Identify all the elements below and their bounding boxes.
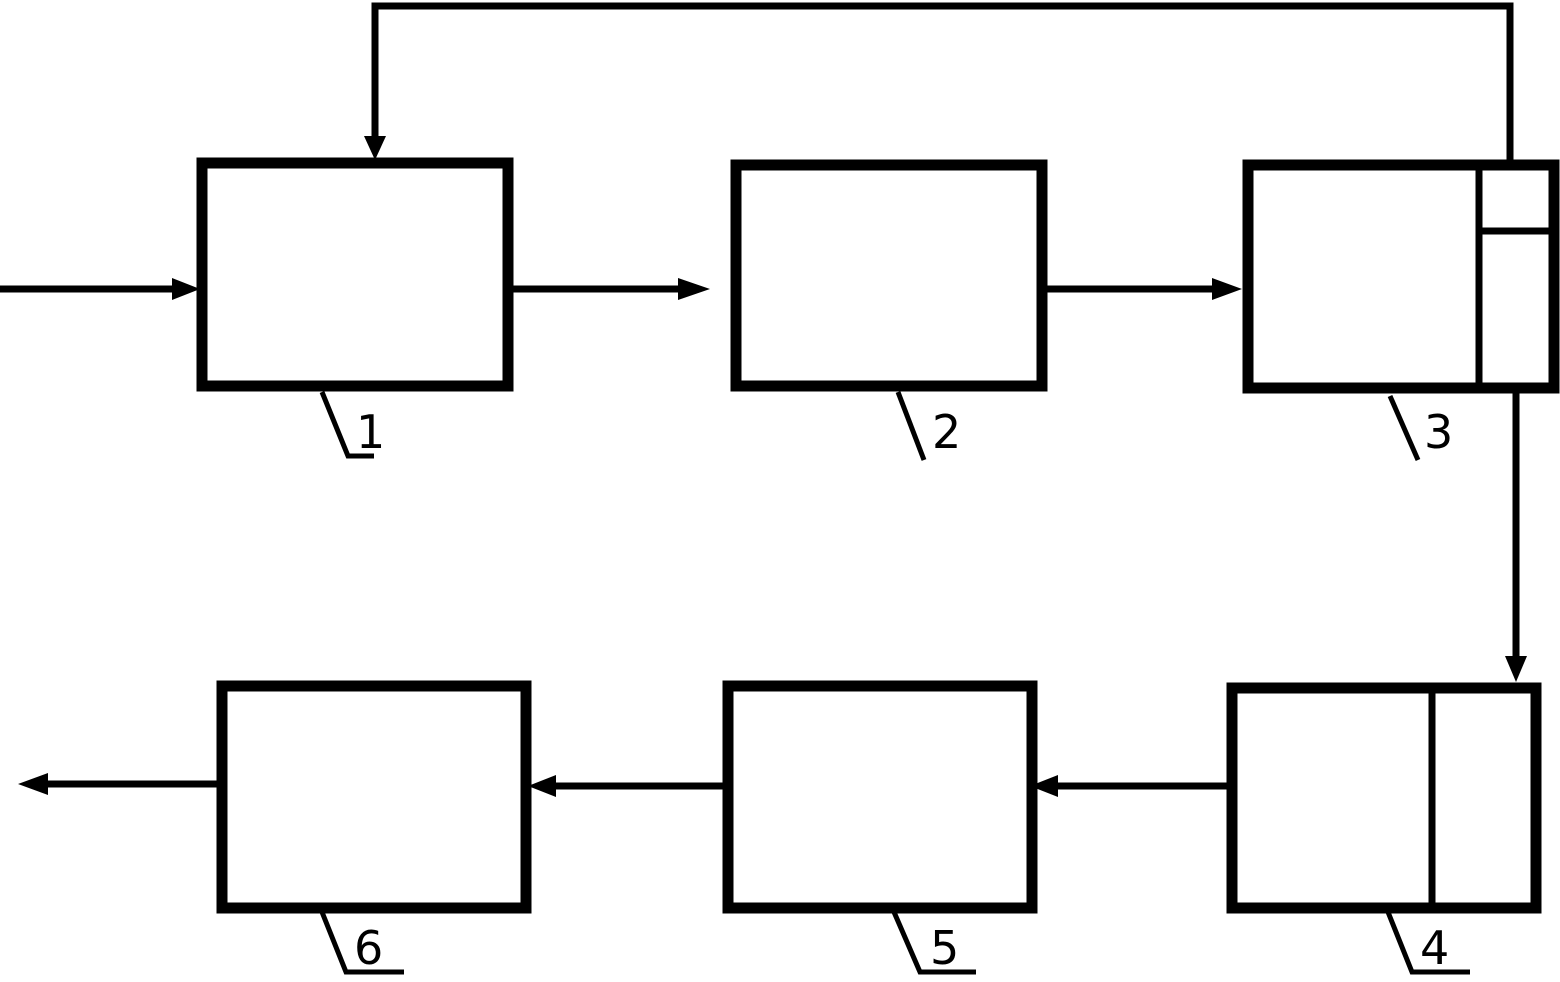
block-label-1: 1 — [356, 405, 385, 459]
block-3 — [1242, 159, 1560, 394]
feedback-arrowhead — [364, 136, 386, 160]
block-2 — [730, 159, 1048, 392]
feedback-line-3-to-1 — [371, 2, 1514, 166]
leader-line-2 — [895, 391, 927, 461]
block-label-6: 6 — [354, 921, 383, 975]
block-6 — [216, 680, 532, 914]
arrowhead-2-to-3 — [1212, 278, 1242, 300]
block-1 — [196, 157, 514, 392]
block-label-5: 5 — [930, 921, 959, 975]
leader-line-6 — [319, 911, 404, 975]
input-arrowhead — [172, 278, 200, 300]
block-4 — [1226, 682, 1542, 914]
leader-line-5 — [891, 911, 976, 975]
arrowhead-1-to-2 — [678, 278, 710, 300]
block-label-4: 4 — [1420, 921, 1449, 975]
leader-line-3 — [1387, 394, 1421, 462]
arrowhead-3-to-4 — [1505, 656, 1527, 682]
leader-line-1 — [319, 391, 374, 459]
leader-line-4 — [1385, 911, 1470, 975]
arrowhead-4-to-5 — [1030, 775, 1058, 797]
block-5 — [722, 680, 1038, 914]
block-label-3: 3 — [1424, 405, 1453, 459]
output-arrowhead — [18, 773, 48, 795]
block-label-2: 2 — [932, 405, 961, 459]
arrowhead-5-to-6 — [528, 775, 556, 797]
